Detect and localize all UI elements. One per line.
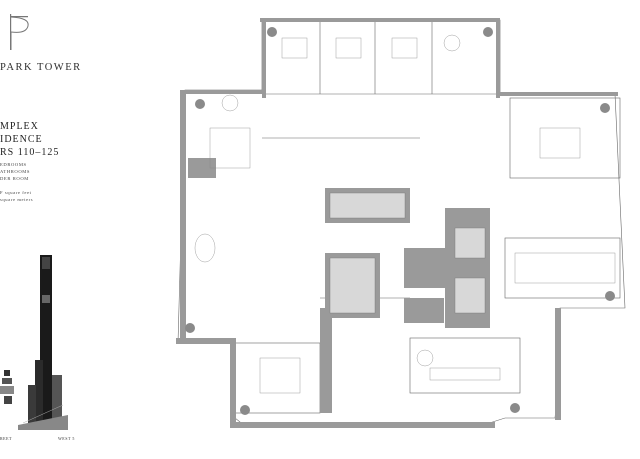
area-sqm: square meters (0, 197, 34, 202)
floor-plan (176, 18, 626, 428)
powder-room-spec: DER ROOM (0, 176, 29, 181)
bathrooms-spec: ATHROOMS (0, 169, 31, 174)
bedrooms-spec: EDROOMS (0, 162, 27, 167)
street-label-bottom: WEST 5 (58, 436, 75, 441)
street-label-left: REET (0, 436, 12, 441)
area-sqft: F square feet (0, 190, 32, 195)
brand-name: PARK TOWER (0, 62, 82, 73)
floors-range: RS 110–125 (0, 147, 60, 158)
brand-monogram-icon (10, 14, 29, 50)
info-panel: PARK TOWER MPLEX IDENCE RS 110–125 EDROO… (0, 0, 150, 459)
residence-title-2: IDENCE (0, 134, 43, 145)
tower-elevation-icon (18, 255, 68, 430)
location-key-icon (0, 370, 14, 404)
residence-title-1: MPLEX (0, 121, 39, 132)
